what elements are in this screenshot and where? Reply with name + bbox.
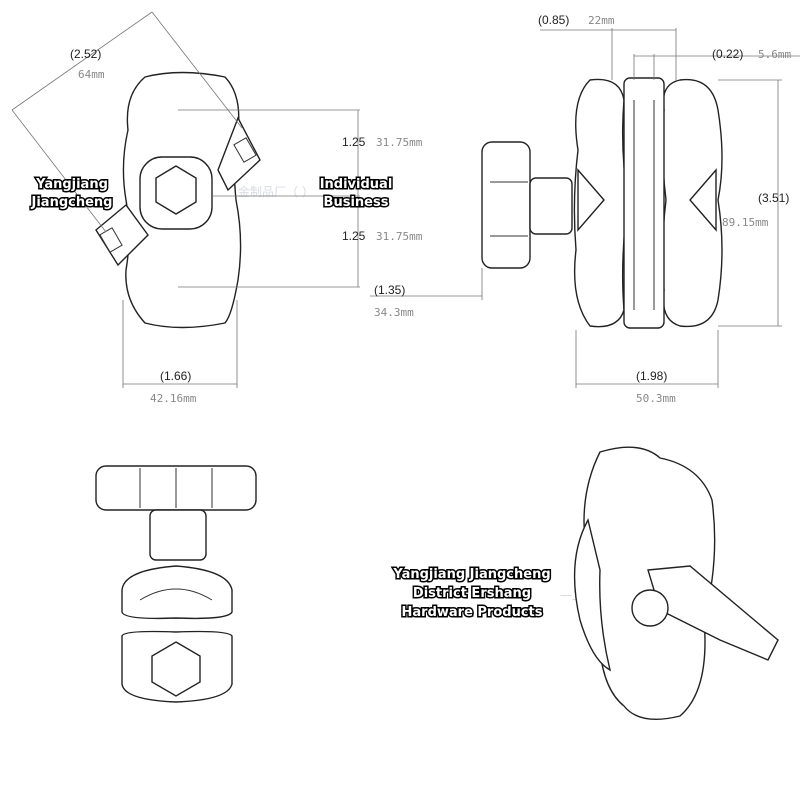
width-mm-label: 42.16mm — [150, 392, 197, 405]
socket-right-icon — [689, 168, 717, 232]
perspective-clamp-left — [573, 518, 612, 672]
socket-left-icon — [577, 168, 605, 232]
gap-mm-label: 22mm — [588, 14, 615, 27]
knob-inch-label: (1.35) — [374, 283, 405, 297]
front-view — [11, 11, 360, 388]
watermark-left-line-2: Jiangcheng — [31, 195, 113, 210]
watermark-left: Yangjiang Jiangcheng — [29, 176, 114, 212]
watermark-left-line-1: Yangjiang — [35, 177, 108, 192]
diag-mm-label: 64mm — [78, 68, 105, 81]
watermark-right: Individual Business — [318, 176, 394, 212]
pitch2-inch-label: 1.25 — [342, 229, 366, 243]
slot-inch-label: (0.22) — [712, 47, 743, 61]
slot-mm-label: 5.6mm — [758, 48, 791, 61]
wing-slot-left — [99, 227, 123, 253]
height-mm-label: 89.15mm — [722, 216, 769, 229]
diag-ext-bottom — [11, 109, 107, 233]
gap-inch-label: (0.85) — [538, 13, 569, 27]
diag-dimension-line — [11, 11, 153, 111]
pitch2-mm-label: 31.75mm — [376, 230, 423, 243]
watermark-bottom: Yangjiang Jiangcheng District Ershang Ha… — [391, 566, 552, 622]
perspective-view — [573, 446, 779, 720]
side-view-arm — [623, 77, 665, 329]
exploded-screw — [149, 509, 207, 561]
watermark-right-line-1: Individual — [320, 177, 393, 192]
watermark-bottom-line-3: Hardware Products — [402, 605, 543, 620]
watermark-bottom-line-2: District Ershang — [413, 586, 531, 601]
pitch1-inch-label: 1.25 — [342, 135, 366, 149]
diag-ext-top — [151, 11, 243, 129]
watermark-right-line-2: Business — [324, 195, 389, 210]
width-inch-label: (1.66) — [160, 369, 191, 383]
clamp-top-arc — [139, 588, 213, 601]
exploded-hex-icon — [151, 641, 201, 697]
pitch1-mm-label: 31.75mm — [376, 136, 423, 149]
length-mm-label: 50.3mm — [636, 392, 676, 405]
diag-inch-label: (2.52) — [70, 47, 101, 61]
side-view-knob — [481, 141, 531, 269]
exploded-view — [95, 465, 257, 703]
watermark-bottom-line-1: Yangjiang Jiangcheng — [392, 567, 550, 582]
exploded-clamp-top — [121, 565, 233, 620]
hex-socket-icon — [155, 165, 197, 215]
height-inch-label: (3.51) — [758, 191, 789, 205]
knob-mm-label: 34.3mm — [374, 306, 414, 319]
side-view — [370, 28, 800, 388]
wing-slot-right — [233, 137, 257, 163]
knob-stem — [529, 177, 573, 235]
length-inch-label: (1.98) — [636, 369, 667, 383]
perspective-screw-icon — [631, 589, 669, 627]
